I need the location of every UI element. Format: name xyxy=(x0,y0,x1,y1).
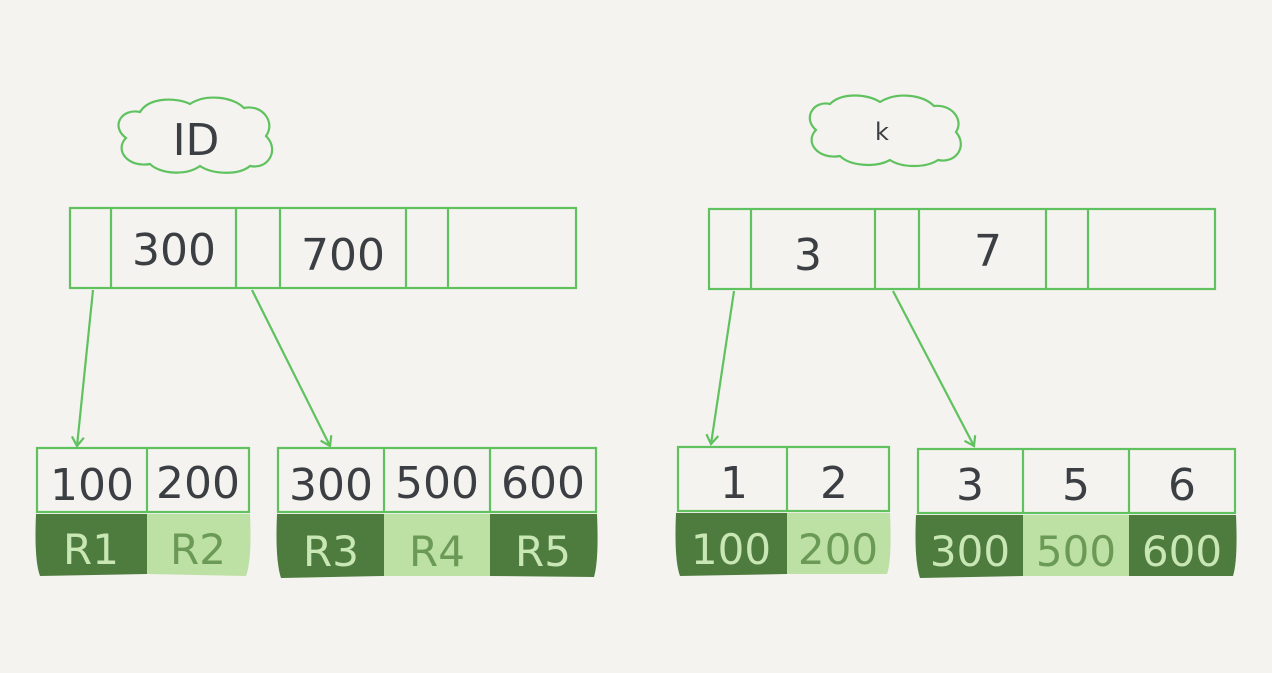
index-value: 100 xyxy=(691,525,771,574)
leaf-value-cell-dark xyxy=(276,514,384,578)
root-node: 300 700 xyxy=(68,206,578,290)
tree-label: ID xyxy=(173,115,220,166)
leaf-key: 5 xyxy=(1062,460,1090,511)
leaf-node: 100 200 R1 R2 xyxy=(35,446,251,576)
root-key: 3 xyxy=(794,230,822,281)
leaf-value-cell-light xyxy=(787,513,891,574)
child-pointer-arrow xyxy=(70,289,95,448)
leaf-value-cell-dark xyxy=(675,513,787,576)
leaf-key: 600 xyxy=(501,458,585,509)
leaf-value-cell-light xyxy=(384,514,490,576)
child-pointer-arrow xyxy=(251,289,333,448)
leaf-key: 1 xyxy=(720,458,748,509)
index-value: 600 xyxy=(1142,527,1222,576)
tree-label: k xyxy=(875,118,889,146)
root-key: 300 xyxy=(132,225,216,276)
child-pointer-arrow xyxy=(705,290,736,446)
tree-label-cloud xyxy=(808,94,962,168)
row-value: R5 xyxy=(515,527,571,576)
leaf-key: 2 xyxy=(820,458,848,509)
row-value: R3 xyxy=(303,527,359,576)
leaf-value-cell-light xyxy=(147,514,251,576)
leaf-key: 6 xyxy=(1168,460,1196,511)
leaf-key: 3 xyxy=(956,460,984,511)
leaf-key: 500 xyxy=(395,458,479,509)
secondary-index-tree: k 3 7 1 2 100 200 3 xyxy=(675,94,1237,578)
primary-key-tree: ID 300 700 100 200 R1 R2 xyxy=(35,96,598,578)
leaf-value-cell-dark xyxy=(35,514,147,576)
row-value: R1 xyxy=(63,525,119,574)
leaf-key: 200 xyxy=(156,458,240,509)
leaf-key: 300 xyxy=(289,460,373,511)
child-pointer-arrow xyxy=(892,290,977,448)
row-value: R4 xyxy=(409,527,465,576)
tree-label-cloud xyxy=(117,96,274,174)
leaf-node: 1 2 100 200 xyxy=(675,445,891,576)
leaf-value-cell-light xyxy=(1023,515,1129,576)
index-value: 200 xyxy=(798,525,878,574)
row-value: R2 xyxy=(170,525,226,574)
leaf-value-cell-dark xyxy=(915,515,1023,578)
index-value: 500 xyxy=(1036,527,1116,576)
root-key: 700 xyxy=(301,230,385,281)
leaf-node: 300 500 600 R3 R4 R5 xyxy=(276,446,598,578)
root-node: 3 7 xyxy=(707,207,1217,291)
leaf-key: 100 xyxy=(50,460,134,511)
leaf-value-cell-dark xyxy=(1129,515,1237,576)
index-value: 300 xyxy=(930,527,1010,576)
leaf-value-cell-dark xyxy=(490,514,598,577)
root-key: 7 xyxy=(974,226,1002,277)
leaf-node: 3 5 6 300 500 600 xyxy=(915,447,1237,578)
